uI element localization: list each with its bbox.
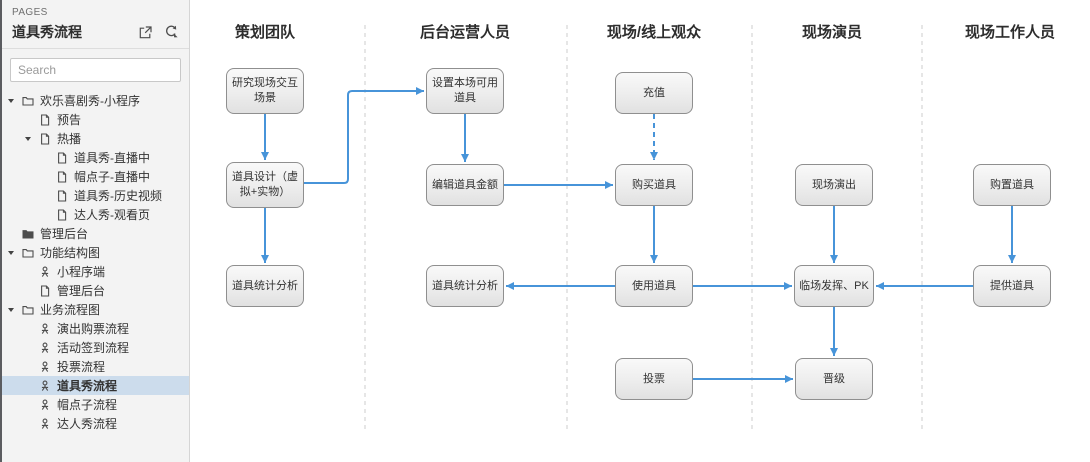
page-icon (38, 284, 52, 297)
sidebar-item-hot[interactable]: 热播 (2, 129, 189, 148)
flow-icon (38, 266, 52, 278)
page-icon (55, 170, 69, 183)
window-edge (0, 0, 2, 462)
sidebar-item-propshow-history[interactable]: 道具秀-历史视频 (2, 186, 189, 205)
sidebar-item-talentshow-flow[interactable]: 达人秀流程 (2, 414, 189, 433)
sidebar-item-label: 达人秀-观看页 (74, 208, 150, 222)
flow-icon (38, 323, 52, 335)
flow-icon (38, 380, 52, 392)
caret-down-icon[interactable] (8, 98, 14, 103)
node-live-performance: 现场演出 (795, 164, 873, 206)
flow-icon (38, 418, 52, 430)
page-tree: 欢乐喜剧秀-小程序 预告 热播 道具秀-直播中 帽点子-直播中 道具秀-历史视频 (2, 91, 189, 433)
lane-header-onsite-actors: 现场演员 (801, 24, 863, 41)
page-icon (38, 132, 52, 145)
sidebar-item-function-structure[interactable]: 功能结构图 (2, 243, 189, 262)
sidebar-item-label: 道具秀-直播中 (74, 151, 150, 165)
caret-down-icon[interactable] (8, 307, 14, 312)
sidebar-item-propshow-live[interactable]: 道具秀-直播中 (2, 148, 189, 167)
sidebar-item-label: 投票流程 (57, 360, 106, 374)
sidebar-item-talentshow-watch[interactable]: 达人秀-观看页 (2, 205, 189, 224)
sidebar-item-label: 活动签到流程 (57, 341, 130, 355)
node-advance: 晋级 (795, 358, 873, 400)
flow-arrows (261, 25, 1016, 433)
sidebar-item-label: 道具秀-历史视频 (74, 189, 162, 203)
flow-icon (38, 361, 52, 373)
sidebar-item-vote-flow[interactable]: 投票流程 (2, 357, 189, 376)
page-icon (38, 113, 52, 126)
node-prop-design: 道具设计（虚拟+实物） (226, 162, 304, 208)
sidebar-item-admin-backend[interactable]: 管理后台 (2, 224, 189, 243)
folder-open-icon (21, 95, 35, 107)
lane-header-audience: 现场/线上观众 (606, 24, 702, 41)
sidebar-item-label: 功能结构图 (40, 246, 101, 260)
lane-header-planning-team: 策划团队 (234, 24, 296, 41)
node-set-available-props: 设置本场可用道具 (426, 68, 504, 114)
page-icon (55, 151, 69, 164)
search-input[interactable] (10, 58, 181, 82)
node-improv-pk: 临场发挥、PK (794, 265, 874, 307)
sidebar-item-happy-comedy-miniprogram[interactable]: 欢乐喜剧秀-小程序 (2, 91, 189, 110)
sidebar-item-business-flows[interactable]: 业务流程图 (2, 300, 189, 319)
folder-solid-icon (21, 228, 35, 240)
sidebar-item-checkin-flow[interactable]: 活动签到流程 (2, 338, 189, 357)
node-edit-prop-price: 编辑道具金额 (426, 164, 504, 206)
sidebar-item-admin-backend-page[interactable]: 管理后台 (2, 281, 189, 300)
page-icon (55, 208, 69, 221)
sidebar-item-label: 管理后台 (40, 227, 89, 241)
sidebar-item-preview[interactable]: 预告 (2, 110, 189, 129)
caret-down-icon[interactable] (8, 250, 14, 255)
lane-header-onsite-staff: 现场工作人员 (964, 24, 1056, 41)
node-prop-stats-ops: 道具统计分析 (426, 265, 504, 307)
sidebar-item-label: 小程序端 (57, 265, 106, 279)
sidebar-item-maodianzi-live[interactable]: 帽点子-直播中 (2, 167, 189, 186)
sidebar-item-label: 管理后台 (57, 284, 106, 298)
node-buy-props: 购买道具 (615, 164, 693, 206)
node-use-props: 使用道具 (615, 265, 693, 307)
open-external-icon[interactable] (137, 24, 154, 41)
node-purchase-props: 购置道具 (973, 164, 1051, 206)
sidebar-item-label: 欢乐喜剧秀-小程序 (40, 94, 140, 108)
node-provide-props: 提供道具 (973, 265, 1051, 307)
sidebar-item-label: 业务流程图 (40, 303, 101, 317)
node-recharge: 充值 (615, 72, 693, 114)
sidebar-item-miniprogram-side[interactable]: 小程序端 (2, 262, 189, 281)
sidebar-item-label: 道具秀流程 (57, 379, 118, 393)
flow-diagram-canvas: 策划团队 后台运营人员 现场/线上观众 现场演员 现场工作人员 研究现场交互场景… (190, 0, 1090, 462)
sidebar-item-label: 帽点子-直播中 (74, 170, 150, 184)
sidebar-item-maodianzi-flow[interactable]: 帽点子流程 (2, 395, 189, 414)
node-prop-stats-planning: 道具统计分析 (226, 265, 304, 307)
node-research-scene: 研究现场交互场景 (226, 68, 304, 114)
pages-label: PAGES (12, 7, 48, 18)
refresh-icon[interactable] (162, 24, 179, 41)
caret-down-icon[interactable] (25, 136, 31, 141)
folder-open-icon (21, 247, 35, 259)
sidebar-item-propshow-flow[interactable]: 道具秀流程 (2, 376, 189, 395)
flow-icon (38, 342, 52, 354)
sidebar-item-label: 帽点子流程 (57, 398, 118, 412)
sidebar-header: PAGES 道具秀流程 (2, 0, 189, 49)
sidebar-item-label: 达人秀流程 (57, 417, 118, 431)
lane-header-backend-ops: 后台运营人员 (419, 24, 511, 41)
arrow-design-to-set-props (304, 87, 424, 184)
sidebar-item-label: 演出购票流程 (57, 322, 130, 336)
flow-icon (38, 399, 52, 411)
folder-open-icon (21, 304, 35, 316)
sidebar-item-label: 预告 (57, 113, 82, 127)
sidebar-item-ticket-flow[interactable]: 演出购票流程 (2, 319, 189, 338)
page-title: 道具秀流程 (12, 24, 82, 40)
pages-sidebar: PAGES 道具秀流程 欢乐喜剧秀-小程序 预告 (2, 0, 190, 462)
node-vote: 投票 (615, 358, 693, 400)
page-icon (55, 189, 69, 202)
sidebar-item-label: 热播 (57, 132, 82, 146)
